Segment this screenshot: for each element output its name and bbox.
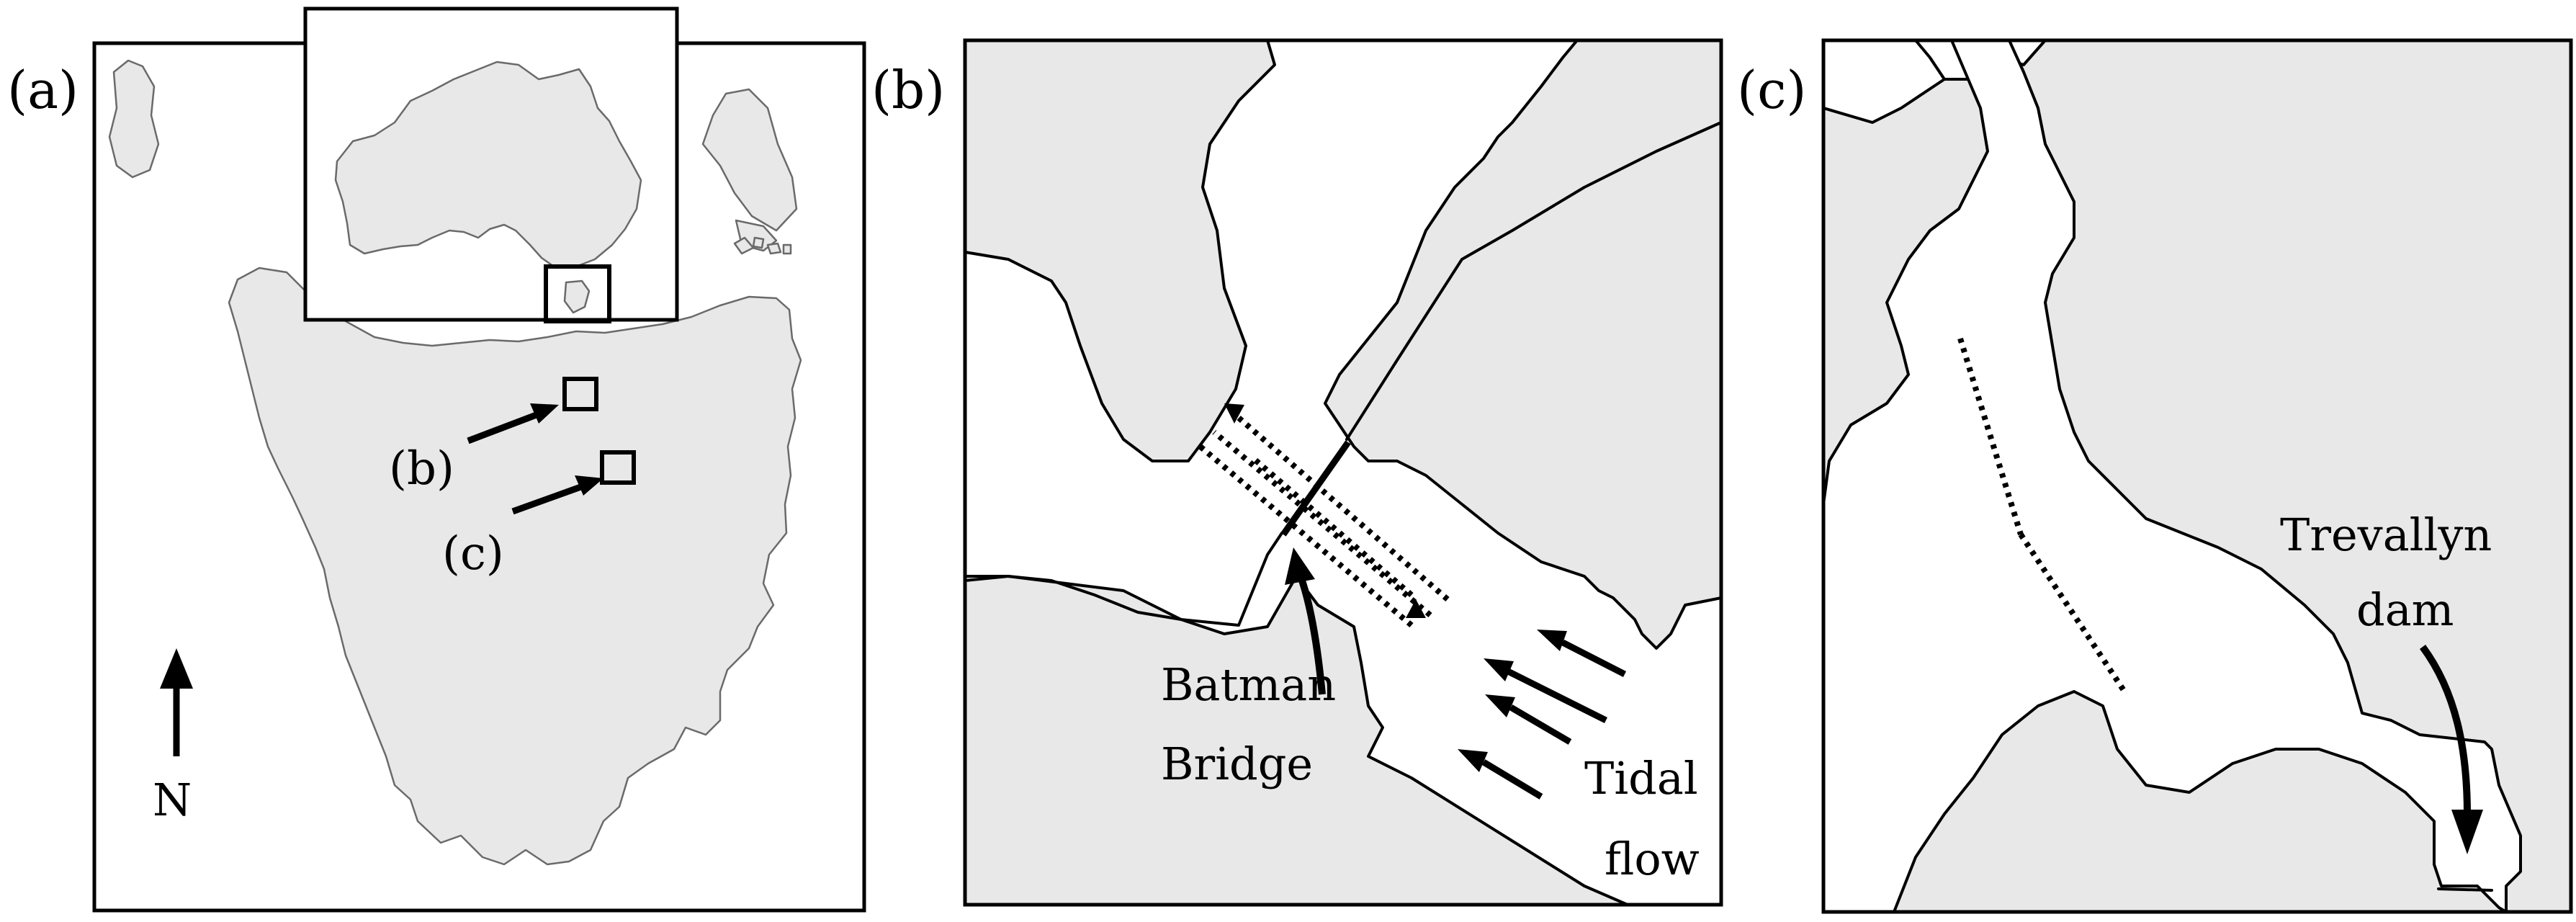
panel-b-frame (963, 38, 1723, 907)
site-b-box (562, 377, 598, 411)
panel-a-label: (a) (7, 60, 78, 120)
dam-pointer (2419, 645, 2471, 815)
dam-wall (2437, 887, 2493, 892)
road-west (964, 532, 1283, 627)
tidal-flow-label-1: Tidal (1584, 752, 1698, 805)
batman-bridge-label-2: Bridge (1161, 738, 1313, 790)
transect-b-4 (1251, 455, 1414, 598)
site-c-box (600, 450, 636, 485)
trevallyn-dam-label-1: Trevallyn (2280, 509, 2492, 561)
australia-inset (303, 6, 679, 323)
north-label: N (153, 774, 192, 826)
dam-pointer-head (2451, 810, 2483, 854)
panel-a: (a) (b) (c) N (7, 6, 866, 913)
bridge-pointer-head (1285, 547, 1315, 585)
island-specks (733, 236, 792, 255)
tasmania-inset (563, 279, 591, 314)
australia-mainland (334, 61, 642, 269)
king-island (108, 59, 160, 179)
batman-bridge-label-1: Batman (1161, 658, 1336, 711)
panel-b: (b) Batman Bridge Tidal flow (871, 38, 1723, 907)
transect-b-3 (1195, 441, 1414, 628)
trevallyn-dam-label-2: dam (2356, 583, 2454, 636)
panel-b-label: (b) (871, 60, 945, 120)
tasmania-mainland (228, 267, 802, 866)
tamar-estuary-water (964, 39, 1723, 906)
transect-c-1 (1957, 337, 2024, 536)
flinders-island (701, 88, 798, 232)
panel-c-frame (1821, 38, 2573, 914)
panel-c: (c) Trevallyn dam (1737, 38, 2573, 914)
transect-b-1-head (1224, 403, 1244, 424)
transect-b-2 (1212, 429, 1432, 618)
arrow-to-site-b-head (530, 403, 559, 424)
transect-b-4-head (1406, 599, 1426, 618)
bridge-pointer (1297, 575, 1326, 695)
arrow-to-site-b (467, 410, 542, 444)
road-northeast (1345, 121, 1723, 441)
transect-c-2 (2018, 532, 2127, 694)
north-arrow-head (160, 648, 193, 689)
cataract-gorge-water (1822, 39, 2522, 913)
tasmania-locator-box (544, 264, 611, 323)
site-b-label: (b) (389, 442, 454, 496)
tidal-flow-label-2: flow (1605, 833, 1700, 885)
arrow-to-site-c (511, 482, 586, 515)
panel-c-label: (c) (1737, 60, 1807, 120)
tidal-flow-arrows (1458, 630, 1627, 800)
arrow-to-site-c-head (575, 475, 603, 496)
site-c-label: (c) (442, 527, 504, 581)
